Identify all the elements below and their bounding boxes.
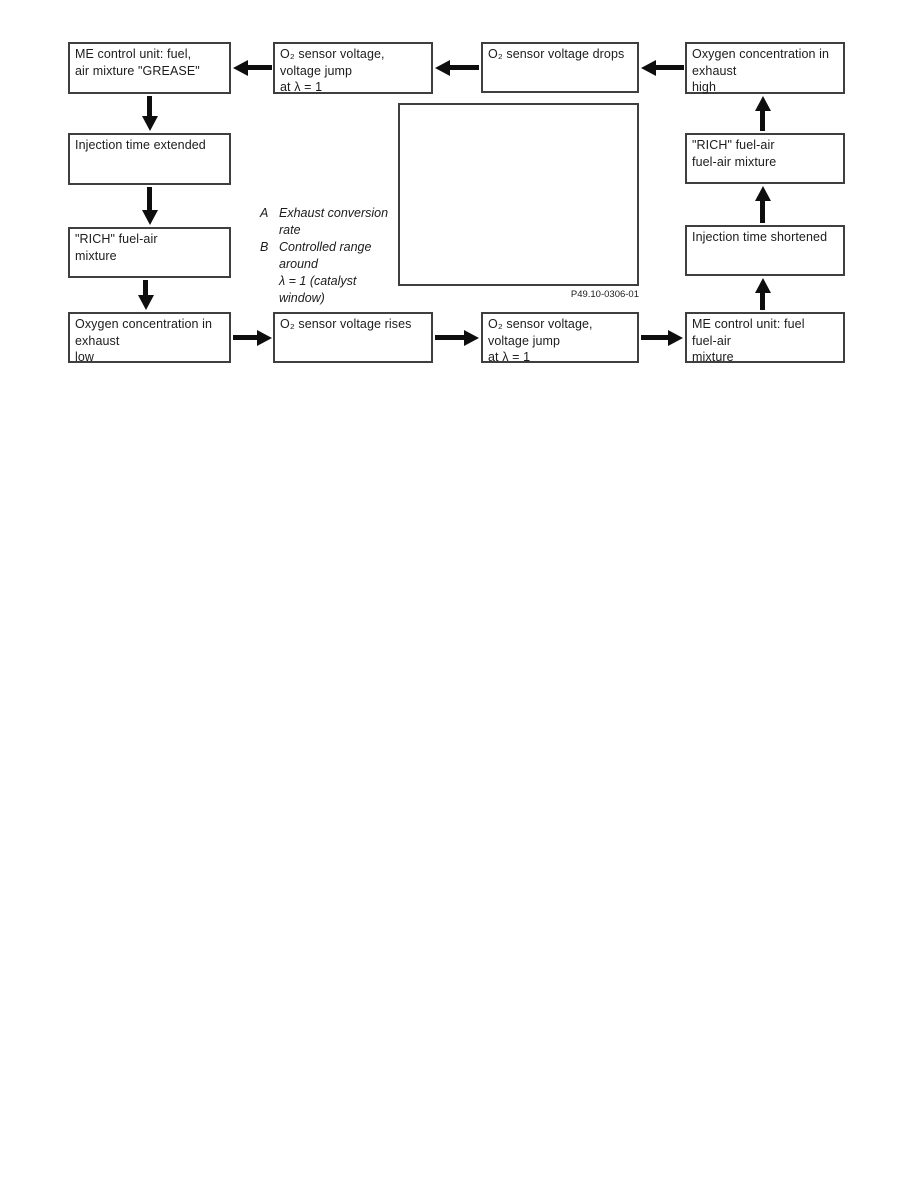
arrow-right-voltagejump-to-mecontrolfuel <box>641 329 683 346</box>
legend-item-a-letter: A <box>260 206 269 220</box>
box-oxygen-high: Oxygen concentration in exhaust high <box>685 42 845 94</box>
figure-number-caption: P49.10-0306-01 <box>570 289 639 300</box>
legend-item-b: B Controlled range around λ = 1 (catalys… <box>260 239 395 307</box>
box-o2-voltage-drops: O₂ sensor voltage drops <box>481 42 639 93</box>
arrowhead-right-icon <box>257 329 272 346</box>
arrow-left-voltagedrops-to-voltagejump <box>435 59 479 76</box>
arrowhead-down-icon <box>141 116 158 131</box>
arrowhead-up-icon <box>754 278 771 293</box>
box-rich-mixture-left-label: "RICH" fuel-air mixture <box>75 232 158 263</box>
arrowhead-down-icon <box>137 295 154 310</box>
box-o2-voltage-rises-label: O₂ sensor voltage rises <box>280 317 412 331</box>
box-me-control-fuel: ME control unit: fuel fuel-air mixture <box>685 312 845 364</box>
arrowhead-down-icon <box>141 210 158 225</box>
box-o2-voltage-jump-bottom-label: O₂ sensor voltage, voltage jump at λ = 1 <box>488 317 593 364</box>
arrowhead-right-icon <box>668 329 683 346</box>
box-me-control-grease: ME control unit: fuel, air mixture "GREA… <box>68 42 231 94</box>
arrow-right-oxygenlow-to-voltagerises <box>233 329 272 346</box>
legend-item-b-letter: B <box>260 240 269 254</box>
box-o2-voltage-rises: O₂ sensor voltage rises <box>273 312 433 363</box>
arrow-down-injectionextended-to-rich <box>141 187 158 225</box>
arrowhead-up-icon <box>754 186 771 201</box>
legend-item-a-text: Exhaust conversion rate <box>279 206 389 237</box>
box-injection-extended: Injection time extended <box>68 133 231 185</box>
arrow-left-oxygenhigh-to-voltagedrops <box>641 59 684 76</box>
box-rich-mixture-right: "RICH" fuel-air fuel-air mixture <box>685 133 845 184</box>
graph-placeholder-frame <box>398 103 639 286</box>
box-injection-shortened: Injection time shortened <box>685 225 845 276</box>
arrow-up-mecontrolfuel-to-injectionshortened <box>754 278 771 310</box>
arrow-up-rich-to-oxygenhigh <box>754 96 771 131</box>
arrow-right-voltagerises-to-voltagejump <box>435 329 479 346</box>
arrow-down-rich-to-oxygenlow <box>137 280 154 310</box>
box-rich-mixture-left: "RICH" fuel-air mixture <box>68 227 231 278</box>
arrow-left-voltagejump-to-mecontrol <box>233 59 272 76</box>
box-rich-mixture-right-label: "RICH" fuel-air fuel-air mixture <box>692 138 777 169</box>
arrow-up-injectionshortened-to-rich <box>754 186 771 223</box>
box-oxygen-high-label: Oxygen concentration in exhaust high <box>692 47 830 94</box>
legend: A Exhaust conversion rate B Controlled r… <box>260 205 395 307</box>
arrowhead-up-icon <box>754 96 771 111</box>
box-injection-shortened-label: Injection time shortened <box>692 230 828 244</box>
legend-item-b-text: Controlled range around λ = 1 (catalyst … <box>279 240 372 305</box>
box-injection-extended-label: Injection time extended <box>75 138 206 152</box>
arrow-down-mecontrol-to-injectionextended <box>141 96 158 131</box>
box-o2-voltage-jump-bottom: O₂ sensor voltage, voltage jump at λ = 1 <box>481 312 639 364</box>
box-me-control-fuel-label: ME control unit: fuel fuel-air mixture <box>692 317 805 364</box>
box-oxygen-low-label: Oxygen concentration in exhaust low <box>75 317 213 364</box>
box-oxygen-low: Oxygen concentration in exhaust low <box>68 312 231 364</box>
arrowhead-left-icon <box>233 59 248 76</box>
arrowhead-right-icon <box>464 329 479 346</box>
arrowhead-left-icon <box>435 59 450 76</box>
arrowhead-left-icon <box>641 59 656 76</box>
box-o2-voltage-drops-label: O₂ sensor voltage drops <box>488 47 625 61</box>
box-o2-voltage-jump-top: O₂ sensor voltage, voltage jump at λ = 1 <box>273 42 433 94</box>
box-o2-voltage-jump-top-label: O₂ sensor voltage, voltage jump at λ = 1 <box>280 47 385 94</box>
box-me-control-grease-label: ME control unit: fuel, air mixture "GREA… <box>75 47 200 78</box>
legend-item-a: A Exhaust conversion rate <box>260 205 395 239</box>
